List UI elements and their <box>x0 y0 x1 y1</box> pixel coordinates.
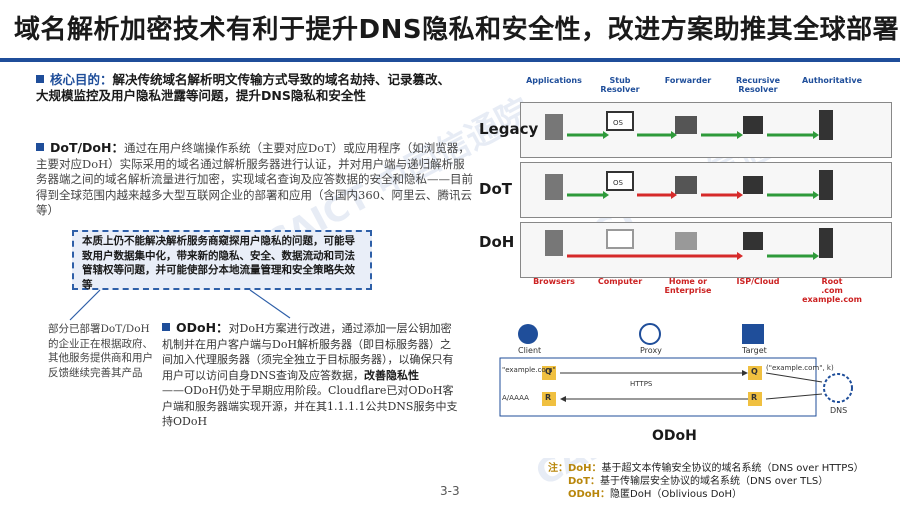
node-dns: DNS <box>830 406 848 415</box>
answer-label: A/AAAA <box>502 394 529 402</box>
client-icon <box>518 324 538 344</box>
query-target-label: ("example.com", k) <box>766 364 834 372</box>
column-header: Recursive Resolver <box>735 76 781 94</box>
bullet-square-icon <box>36 75 44 83</box>
dot-doh-text: 通过在用户终端操作系统（主要对应DoT）或应用程序（如浏览器，主要对应DoH）实… <box>36 141 470 186</box>
note-value: 隐匿DoH（Oblivious DoH） <box>610 489 743 500</box>
svg-text:OS: OS <box>613 119 624 127</box>
dns-architecture-diagram: Applications Stub Resolver Forwarder Rec… <box>475 70 895 304</box>
q-left: Q <box>545 367 552 376</box>
note-key: ODoH： <box>568 489 611 500</box>
bottom-label: Home or Enterprise <box>664 277 712 295</box>
svg-text:OS: OS <box>613 179 624 187</box>
odoh-diagram-svg <box>480 316 890 458</box>
target-icon <box>742 324 764 344</box>
q-right: Q <box>751 367 758 376</box>
bottom-label: Root .com example.com <box>802 277 862 304</box>
page-title: 域名解析加密技术有利于提升DNS隐私和安全性，改进方案助推其全球部署 <box>14 15 900 45</box>
side-note: 部分已部署DoT/DoH的企业正在根据政府、其他服务提供商和用户反馈继续完善其产… <box>48 323 153 379</box>
page-number: 3-3 <box>440 484 460 498</box>
legacy-devices: OS <box>545 110 833 140</box>
odoh-diagram: Client Proxy Target DNS "example.com" Q … <box>480 316 890 458</box>
note-item: ODoH：隐匿DoH（Oblivious DoH） <box>548 488 893 501</box>
bullet-square-icon <box>162 323 170 331</box>
node-client: Client <box>518 346 542 355</box>
diagram-devices: OS OS <box>545 110 833 260</box>
bottom-label: Computer <box>597 277 643 286</box>
odoh-label: ODoH： <box>176 320 229 335</box>
note-item: 注：DoH：基于超文本传输安全协议的域名系统（DNS over HTTPS） <box>548 462 893 475</box>
note-value: 基于传输层安全协议的域名系统（DNS over TLS） <box>600 476 829 487</box>
odoh-text: 对DoH方案进行改进，通过添加一层公钥加密机制并在用户客户端与DoH解析服务器（… <box>162 322 454 382</box>
row-label-dot: DoT <box>479 180 512 198</box>
column-header: Authoritative <box>801 76 863 85</box>
odoh-tail: ——ODoH仍处于早期应用阶段。Cloudflare已对ODoH客户端和服务器端… <box>162 384 458 428</box>
row-label-legacy: Legacy <box>479 120 539 138</box>
bottom-label: ISP/Cloud <box>736 277 780 286</box>
column-header: Applications <box>526 76 582 85</box>
title-bar: 域名解析加密技术有利于提升DNS隐私和安全性，改进方案助推其全球部署 <box>0 0 900 58</box>
node-target: Target <box>742 346 767 355</box>
r-left: R <box>545 393 552 402</box>
dot-doh-bullet: DoT/DoH：通过在用户终端操作系统（主要对应DoT）或应用程序（如浏览器，主… <box>36 140 476 219</box>
dot-devices: OS <box>545 170 833 200</box>
bullet-square-icon <box>36 143 44 151</box>
note-lead: 注： <box>548 463 568 474</box>
dot-doh-label: DoT/DoH： <box>50 140 124 155</box>
core-purpose-text: 解决传统域名解析明文传输方式导致的域名劫持、记录篡改、大规模监控及用户隐私泄露等… <box>36 72 451 103</box>
note-key: DoH： <box>568 463 602 474</box>
column-header: Forwarder <box>664 76 712 85</box>
note-key: DoT： <box>568 476 600 487</box>
row-label-doh: DoH <box>479 233 515 251</box>
doh-devices <box>545 228 833 260</box>
https-label: HTTPS <box>630 380 653 388</box>
core-purpose-bullet: 核心目的：解决传统域名解析明文传输方式导致的域名劫持、记录篡改、大规模监控及用户… <box>36 72 456 104</box>
odoh-bullet: ODoH：对DoH方案进行改进，通过添加一层公钥加密机制并在用户客户端与DoH解… <box>162 320 458 430</box>
core-purpose-label: 核心目的： <box>50 72 113 87</box>
odoh-emphasis: 改善隐私性 <box>363 368 419 382</box>
title-underline <box>0 58 900 62</box>
node-proxy: Proxy <box>640 346 662 355</box>
proxy-icon <box>639 323 661 345</box>
r-right: R <box>751 393 758 402</box>
note-item: DoT：基于传输层安全协议的域名系统（DNS over TLS） <box>548 475 893 488</box>
query-label: "example.com" <box>502 366 556 374</box>
bottom-label: Browsers <box>533 277 575 286</box>
column-header: Stub Resolver <box>600 76 640 94</box>
abbreviation-notes: 注：DoH：基于超文本传输安全协议的域名系统（DNS over HTTPS） D… <box>548 462 893 501</box>
odoh-diagram-title: ODoH <box>652 428 697 444</box>
dot-doh-tail: ——目前得到全球范围内越来越多大型互联网企业的部署和应用（含国内360、阿里云、… <box>36 172 473 217</box>
note-value: 基于超文本传输安全协议的域名系统（DNS over HTTPS） <box>601 463 864 474</box>
dns-icon <box>823 373 853 403</box>
limitation-callout: 本质上仍不能解决解析服务商窥探用户隐私的问题，可能导致用户数据集中化，带来新的隐… <box>72 230 372 291</box>
